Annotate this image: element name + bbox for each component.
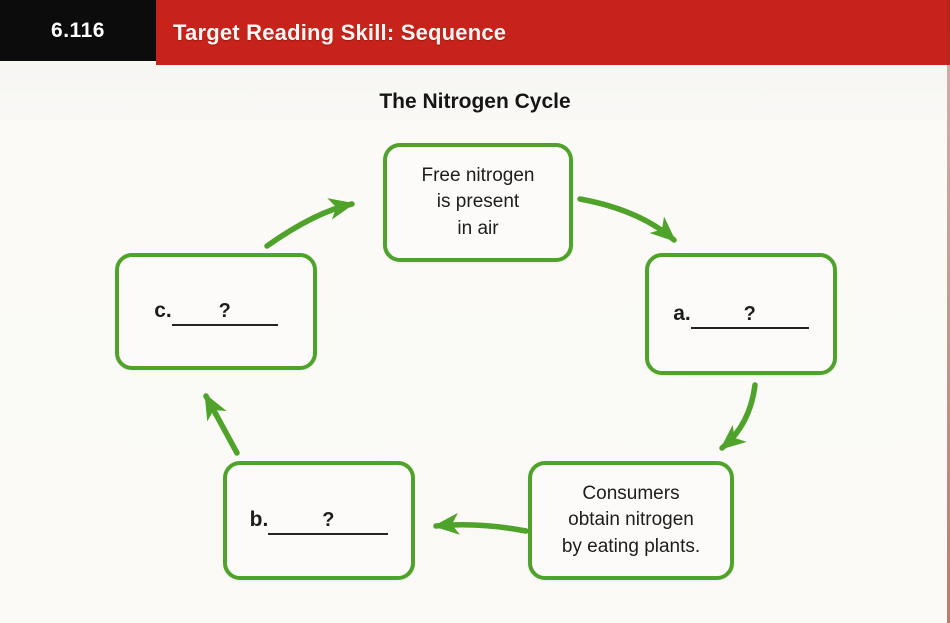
answer-blank-b[interactable]: ?	[268, 509, 389, 535]
arrow-b-to-c-icon	[203, 393, 240, 456]
header-title: Target Reading Skill: Sequence	[156, 0, 950, 65]
node-free-nitrogen-text: Free nitrogen is present in air	[421, 165, 535, 239]
arrow-free-nitrogen-to-a-icon	[577, 196, 677, 243]
node-consumers-text: Consumers obtain nitrogen by eating plan…	[561, 483, 701, 557]
arrow-consumers-to-b-icon	[433, 512, 529, 535]
header-bar: 6.116 Target Reading Skill: Sequence	[0, 0, 950, 65]
node-answer-a: a.?	[645, 253, 837, 375]
answer-label-a: a.	[673, 301, 691, 325]
arrow-c-to-free-nitrogen-icon	[264, 198, 355, 249]
arrow-a-to-consumers-icon	[719, 382, 758, 451]
node-answer-b: b.?	[223, 461, 415, 580]
node-consumers: Consumers obtain nitrogen by eating plan…	[528, 461, 734, 580]
answer-row-a: a.?	[673, 300, 809, 329]
answer-row-c: c.?	[154, 297, 278, 326]
node-free-nitrogen: Free nitrogen is present in air	[383, 143, 573, 262]
answer-label-c: c.	[154, 299, 172, 322]
node-answer-c: c.?	[115, 253, 317, 370]
lesson-code: 6.116	[0, 0, 156, 61]
answer-label-b: b.	[249, 508, 269, 531]
answer-row-b: b.?	[250, 506, 389, 535]
scan-edge-artifact	[947, 0, 950, 623]
answer-blank-a[interactable]: ?	[690, 303, 809, 329]
answer-blank-c[interactable]: ?	[171, 300, 278, 326]
diagram-title: The Nitrogen Cycle	[379, 90, 571, 113]
